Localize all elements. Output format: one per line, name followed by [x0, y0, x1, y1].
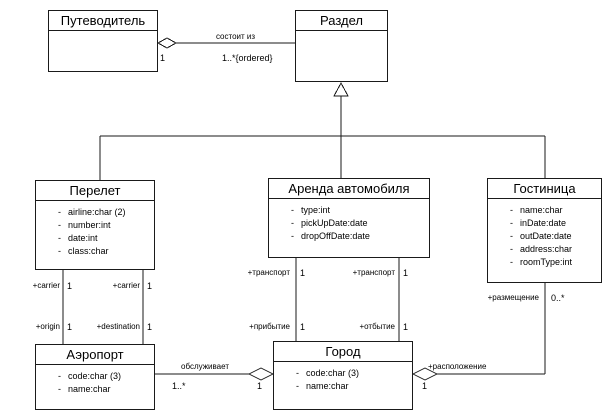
class-box-flight[interactable]: Перелет -airline:char (2) -number:int -d… — [35, 180, 155, 270]
role-label-city-location: +расположение — [428, 362, 487, 371]
role-label-carrental-transport-left: +транспорт — [247, 268, 290, 277]
attribute-visibility-marker: - — [58, 246, 61, 256]
role-label-airport-origin: +origin — [35, 322, 60, 331]
attribute-visibility-marker: - — [291, 231, 294, 241]
class-name-carrental: Аренда автомобиля — [269, 179, 429, 199]
role-label-city-arrival: +прибытие — [249, 322, 290, 331]
association-label-airport-city-serves: обслуживает — [181, 362, 229, 371]
class-name-city: Город — [274, 342, 412, 362]
multiplicity-city-arrival: 1 — [300, 322, 306, 332]
class-attributes-airport: -code:char (3) -name:char — [36, 365, 154, 400]
class-attributes-section — [296, 31, 387, 40]
class-attribute: -inDate:date — [510, 218, 567, 228]
class-attribute: -code:char (3) — [58, 371, 122, 381]
attribute-visibility-marker: - — [510, 231, 513, 241]
composition-diamond-city-right — [411, 367, 439, 381]
class-attributes-flight: -airline:char (2) -number:int -date:int … — [36, 201, 154, 262]
class-attribute: -name:char — [58, 384, 111, 394]
role-label-city-departure: +отбытие — [359, 322, 395, 331]
class-box-guide[interactable]: Путеводитель — [48, 10, 158, 72]
class-attribute: -date:int — [58, 233, 98, 243]
role-label-carrental-transport-right: +транспорт — [352, 268, 395, 277]
class-box-city[interactable]: Город -code:char (3) -name:char — [273, 341, 413, 410]
attribute-visibility-marker: - — [296, 381, 299, 391]
role-label-flight-carrier-right: +carrier — [112, 281, 140, 290]
attribute-visibility-marker: - — [291, 205, 294, 215]
multiplicity-flight-carrier-left: 1 — [67, 281, 73, 291]
class-attributes-carrental: -type:int -pickUpDate:date -dropOffDate:… — [269, 199, 429, 247]
multiplicity-airport-destination: 1 — [147, 322, 153, 332]
class-attributes-hotel: -name:char -inDate:date -outDate:date -a… — [488, 199, 601, 273]
attribute-visibility-marker: - — [510, 244, 513, 254]
class-attribute: -pickUpDate:date — [291, 218, 368, 228]
class-name-flight: Перелет — [36, 181, 154, 201]
attribute-visibility-marker: - — [58, 371, 61, 381]
attribute-visibility-marker: - — [58, 233, 61, 243]
multiplicity-hotel-accommodation: 0..* — [551, 293, 565, 303]
attribute-visibility-marker: - — [58, 220, 61, 230]
class-attribute: -outDate:date — [510, 231, 572, 241]
class-name-guide: Путеводитель — [49, 11, 157, 31]
class-attribute: -roomType:int — [510, 257, 573, 267]
class-name-hotel: Гостиница — [488, 179, 601, 199]
class-attribute: -dropOffDate:date — [291, 231, 370, 241]
multiplicity-section-side: 1..*{ordered} — [222, 53, 273, 63]
class-attributes-city: -code:char (3) -name:char — [274, 362, 412, 397]
multiplicity-guide-side: 1 — [160, 53, 166, 63]
class-attributes-guide — [49, 31, 157, 40]
generalization-triangle-section — [333, 81, 349, 97]
multiplicity-airport-serves: 1..* — [172, 381, 186, 391]
attribute-visibility-marker: - — [58, 384, 61, 394]
multiplicity-airport-origin: 1 — [67, 322, 73, 332]
class-attribute: -class:char — [58, 246, 109, 256]
class-name-section: Раздел — [296, 11, 387, 31]
class-attribute: -name:char — [510, 205, 563, 215]
class-box-section[interactable]: Раздел — [295, 10, 388, 82]
attribute-visibility-marker: - — [510, 257, 513, 267]
attribute-visibility-marker: - — [510, 205, 513, 215]
multiplicity-city-location: 1 — [422, 381, 428, 391]
class-attribute: -name:char — [296, 381, 349, 391]
association-label-composition-guide-section: состоит из — [215, 32, 256, 41]
multiplicity-city-departure: 1 — [403, 322, 409, 332]
multiplicity-carrental-transport-left: 1 — [300, 268, 306, 278]
attribute-visibility-marker: - — [58, 207, 61, 217]
attribute-visibility-marker: - — [291, 218, 294, 228]
class-box-airport[interactable]: Аэропорт -code:char (3) -name:char — [35, 344, 155, 410]
class-attribute: -airline:char (2) — [58, 207, 126, 217]
class-attribute: -code:char (3) — [296, 368, 360, 378]
composition-diamond-city-left — [247, 367, 275, 381]
attribute-visibility-marker: - — [510, 218, 513, 228]
role-label-hotel-accommodation: +размещение — [487, 293, 539, 302]
composition-diamond-guide — [156, 37, 178, 49]
role-label-airport-destination: +destination — [96, 322, 140, 331]
class-box-hotel[interactable]: Гостиница -name:char -inDate:date -outDa… — [487, 178, 602, 283]
class-attribute: -number:int — [58, 220, 111, 230]
multiplicity-carrental-transport-right: 1 — [403, 268, 409, 278]
multiplicity-flight-carrier-right: 1 — [147, 281, 153, 291]
multiplicity-city-serves: 1 — [257, 381, 263, 391]
class-box-carrental[interactable]: Аренда автомобиля -type:int -pickUpDate:… — [268, 178, 430, 258]
attribute-visibility-marker: - — [296, 368, 299, 378]
class-name-airport: Аэропорт — [36, 345, 154, 365]
class-attribute: -address:char — [510, 244, 573, 254]
role-label-flight-carrier-left: +carrier — [32, 281, 60, 290]
class-attribute: -type:int — [291, 205, 331, 215]
